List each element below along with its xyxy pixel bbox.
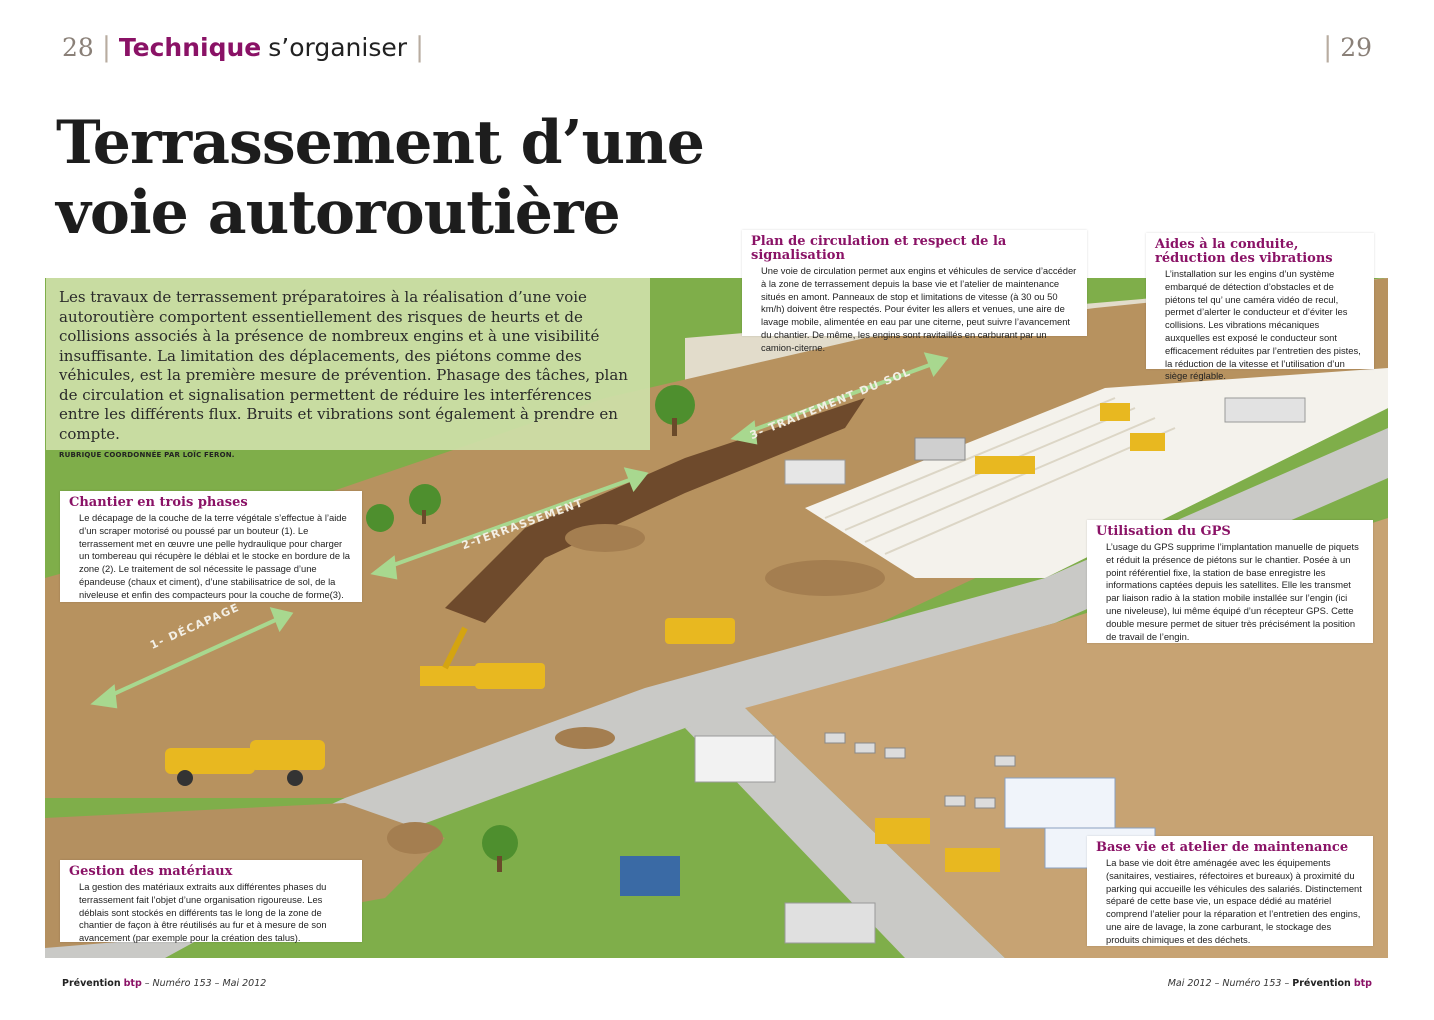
- subsection-name: s’organiser: [268, 33, 408, 62]
- platform-stripes: [824, 397, 1176, 555]
- footer-btp: btp: [1353, 978, 1372, 989]
- phase-arrows: [90, 352, 949, 709]
- stockpiles: [387, 524, 885, 854]
- construction-machines: [165, 397, 1306, 786]
- callout-title: Aides à la conduite, réduction des vibra…: [1155, 237, 1333, 266]
- callout-title: Gestion des matériaux: [69, 864, 233, 879]
- callout-title: Utilisation du GPS: [1096, 524, 1231, 539]
- callout-gps: Utilisation du GPS L’usage du GPS suppri…: [1087, 520, 1373, 643]
- footer-issue: – Numéro 153 – Mai 2012: [141, 978, 267, 989]
- credit-line: RUBRIQUE COORDONNÉE PAR LOÏC FERON.: [59, 451, 235, 459]
- callout-gestion-materiaux: Gestion des matériaux La gestion des mat…: [60, 860, 362, 944]
- article-title: Terrassement d’une voie autoroutière: [56, 108, 756, 248]
- separator: |: [1323, 32, 1333, 63]
- footer-brand: Prévention: [62, 978, 121, 989]
- footer-left: Prévention btp – Numéro 153 – Mai 2012: [62, 978, 266, 989]
- callout-chantier-trois-phases: Chantier en trois phases Le décapage de …: [60, 491, 362, 602]
- excavation-trench: [445, 398, 865, 623]
- callout-base-vie: Base vie et atelier de maintenance La ba…: [1087, 836, 1373, 946]
- page-number-right: 29: [1340, 33, 1372, 62]
- callout-title: Chantier en trois phases: [69, 495, 248, 510]
- title-line-1: Terrassement d’une: [56, 108, 705, 178]
- callout-text: La base vie doit être aménagée avec les …: [1106, 857, 1362, 945]
- callout-text: Une voie de circulation permet aux engin…: [761, 265, 1077, 353]
- base-vie-buildings: [620, 732, 1156, 944]
- separator: |: [101, 32, 111, 63]
- earthwork-zone: [45, 278, 1388, 798]
- footer-right: Mai 2012 – Numéro 153 – Prévention btp: [1168, 978, 1372, 989]
- page-number-left: 28: [62, 33, 94, 62]
- footer-brand: Prévention: [1292, 978, 1351, 989]
- title-line-2: voie autoroutière: [56, 178, 621, 248]
- separator: |: [415, 32, 425, 63]
- intro-text: Les travaux de terrassement préparatoire…: [59, 288, 628, 443]
- callout-text: Le décapage de la couche de la terre vég…: [79, 512, 351, 600]
- section-name: Technique: [118, 33, 262, 62]
- callout-text: L’installation sur les engins d’un systè…: [1165, 268, 1361, 382]
- page-header: 28 | Technique s’organiser |: [62, 32, 432, 63]
- callout-text: L’usage du GPS supprime l’implantation m…: [1106, 541, 1359, 642]
- intro-panel: Les travaux de terrassement préparatoire…: [46, 278, 650, 459]
- footer-issue: Mai 2012 – Numéro 153 –: [1167, 978, 1293, 989]
- page-header-right: |29: [1323, 32, 1372, 63]
- callout-text: La gestion des matériaux extraits aux di…: [79, 881, 327, 944]
- callout-title: Base vie et atelier de maintenance: [1096, 840, 1349, 855]
- trees: [366, 385, 695, 872]
- callout-aides-conduite: Aides à la conduite, réduction des vibra…: [1146, 233, 1374, 381]
- callout-title: Plan de circulation et respect de la sig…: [751, 234, 1007, 263]
- footer-btp: btp: [123, 978, 142, 989]
- callout-plan-circulation: Plan de circulation et respect de la sig…: [742, 230, 1087, 353]
